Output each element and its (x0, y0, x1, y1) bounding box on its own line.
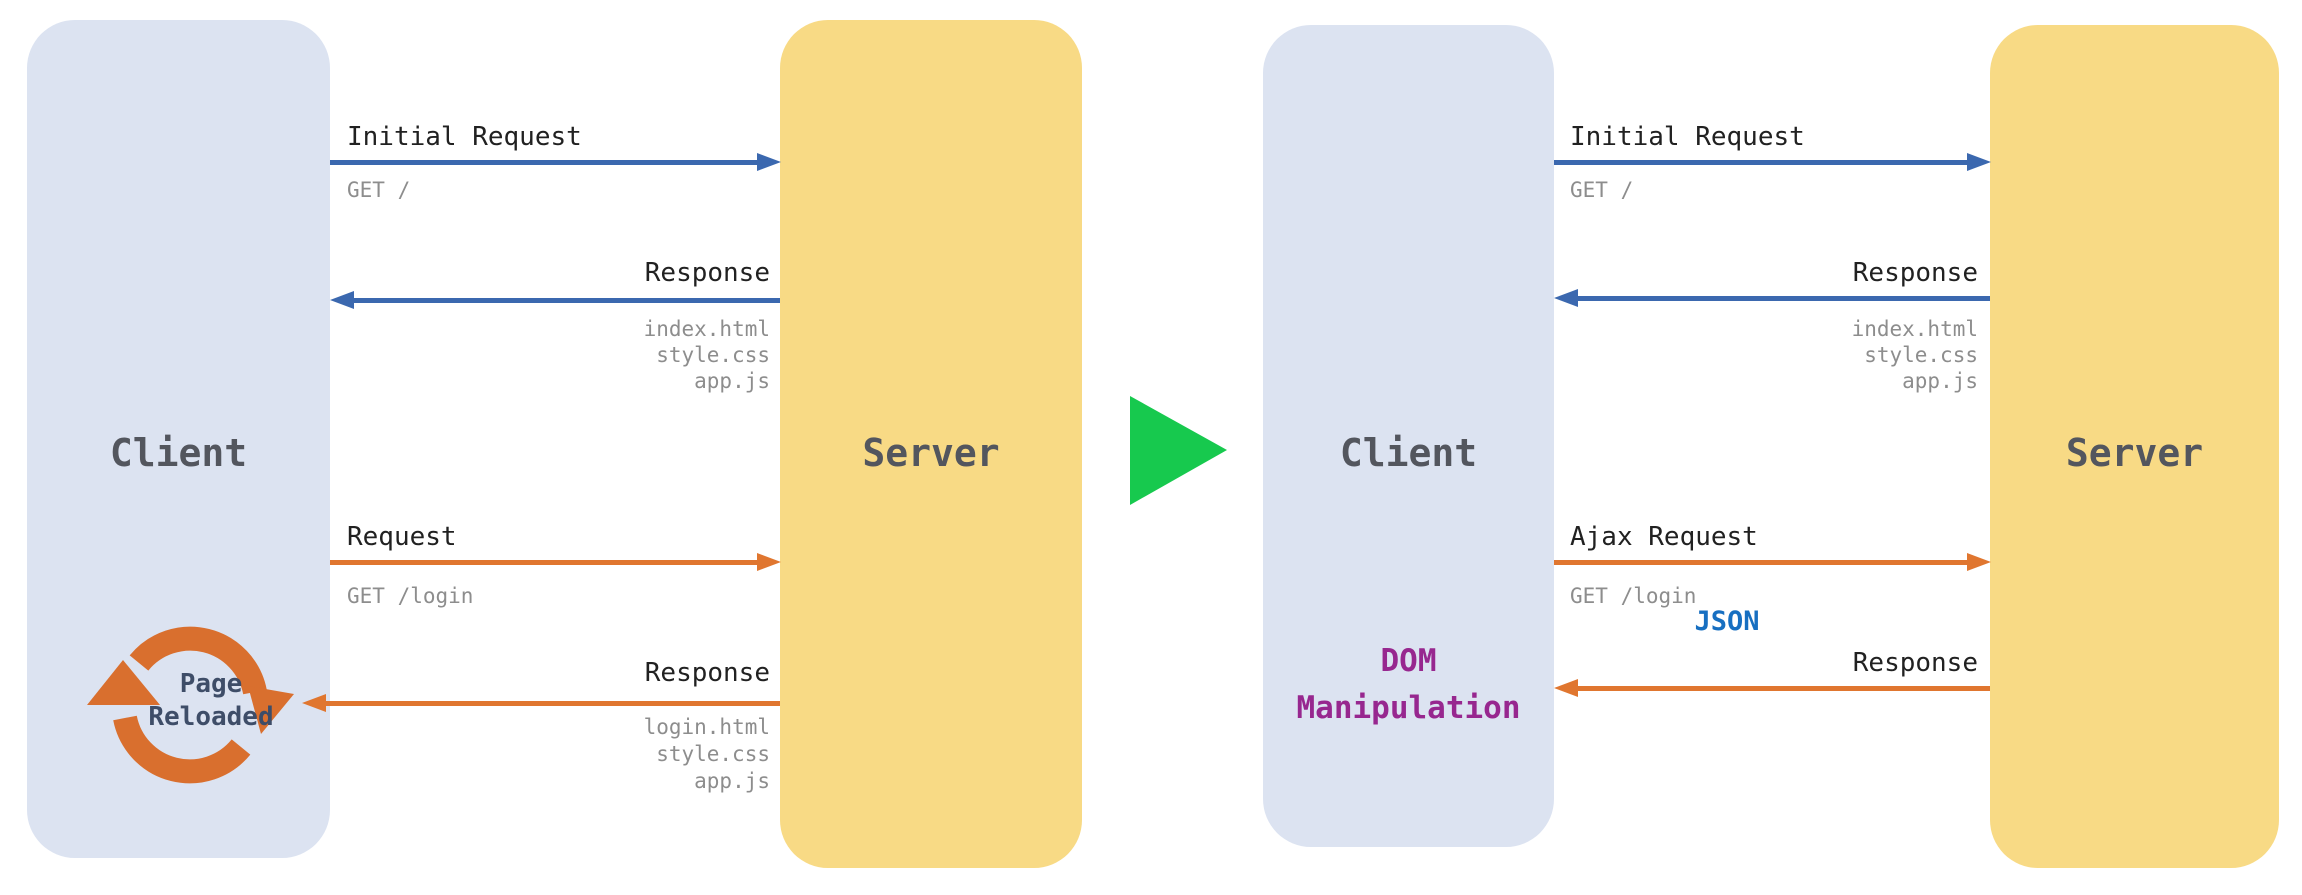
initial-request-sub: GET / (347, 178, 411, 202)
transition-arrow-icon (1130, 396, 1227, 505)
client-box (27, 20, 330, 858)
response2-arrow (1578, 686, 1990, 691)
response2-arrow (326, 701, 780, 706)
ajax-request-arrow (1554, 560, 1967, 565)
arrowhead-right-icon (757, 553, 781, 571)
page-reload-icon (87, 626, 294, 784)
initial-request-arrow (1554, 160, 1967, 165)
ajax-request-sub: GET /login (1570, 584, 1697, 608)
response2-label: Response (644, 658, 770, 688)
arrowhead-left-icon (302, 694, 326, 712)
response-files: index.html style.css app.js (643, 317, 770, 393)
client-box (1263, 25, 1554, 847)
response2-label: Response (1852, 648, 1978, 678)
arrowhead-left-icon (1554, 289, 1578, 307)
ajax-request-label: Ajax Request (1570, 522, 1758, 552)
response-label: Response (644, 258, 770, 288)
dom-manipulation-caption: DOM Manipulation (1296, 643, 1521, 726)
arrowhead-left-icon (330, 291, 354, 309)
server-label: Server (2065, 431, 2204, 475)
client-label: Client (1339, 431, 1478, 475)
server-label: Server (862, 431, 1000, 475)
response-arrow (1578, 296, 1990, 301)
request-label: Request (347, 522, 457, 552)
request-sub: GET /login (347, 584, 474, 608)
response-files: index.html style.css app.js (1851, 317, 1978, 393)
arrowhead-left-icon (1554, 679, 1578, 697)
initial-request-sub: GET / (1570, 178, 1634, 202)
initial-request-arrow (330, 160, 757, 165)
server-box (780, 20, 1082, 868)
response2-files: login.html style.css app.js (643, 715, 770, 793)
json-label: JSON (1694, 606, 1760, 637)
server-box (1990, 25, 2279, 868)
page-reload-caption: Page Reloaded (148, 669, 274, 732)
response-arrow (354, 298, 780, 303)
initial-request-label: Initial Request (1570, 122, 1805, 152)
initial-request-label: Initial Request (347, 122, 582, 152)
client-label: Client (109, 431, 248, 475)
request-arrow (330, 560, 757, 565)
response-label: Response (1852, 258, 1978, 288)
arrowhead-right-icon (1967, 553, 1991, 571)
arrowhead-right-icon (1967, 153, 1991, 171)
arrowhead-right-icon (757, 153, 781, 171)
